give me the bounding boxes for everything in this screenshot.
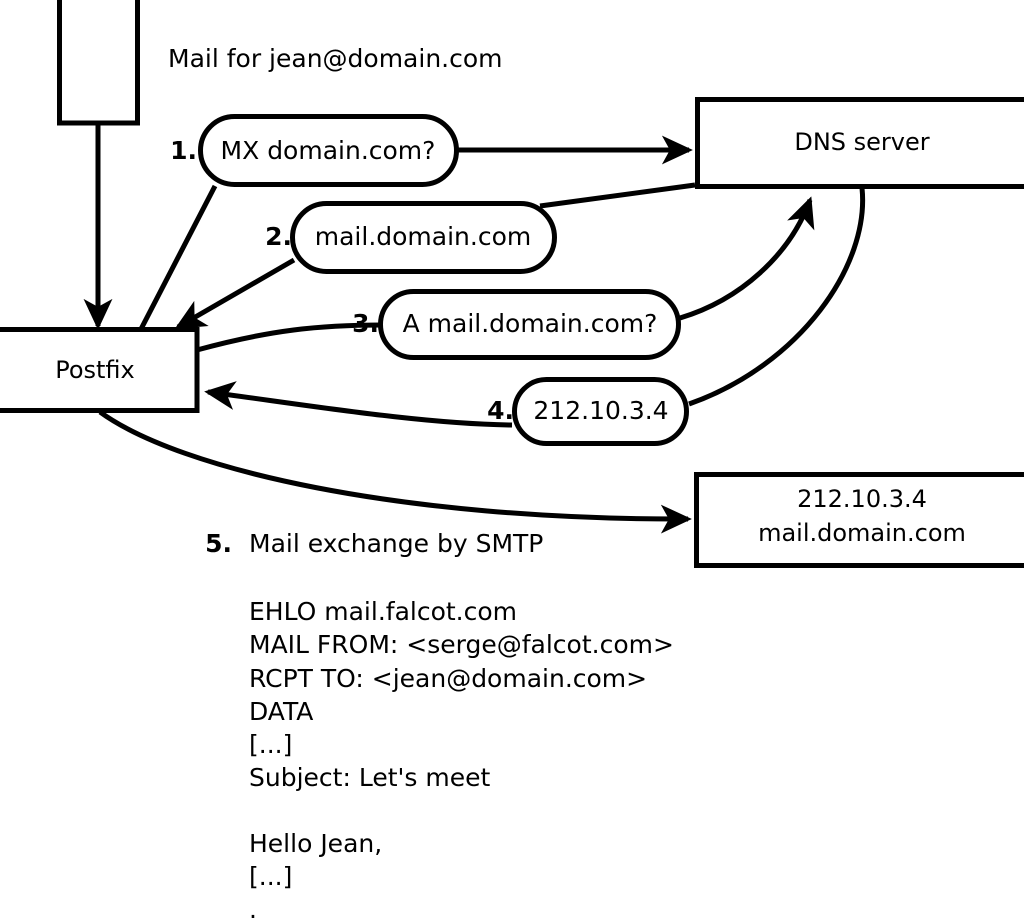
node-client-box	[57, 0, 140, 126]
smtp-line-3: DATA	[249, 697, 313, 726]
edge-dns-to-step2	[539, 182, 696, 209]
bubble-step-2-label: mail.domain.com	[315, 222, 531, 251]
edge-step3-to-dns	[679, 196, 815, 321]
smtp-line-5: Subject: Let's meet	[249, 763, 490, 792]
edge-step2-to-postfix	[174, 257, 296, 330]
bubble-step-4-label: 212.10.3.4	[533, 396, 668, 425]
edge-postfix-to-step3	[196, 322, 383, 353]
edge-step4-to-postfix	[204, 381, 513, 428]
smtp-line-4: [...]	[249, 730, 292, 759]
bubble-step-3-label: A mail.domain.com?	[403, 309, 658, 338]
smtp-line-0: EHLO mail.falcot.com	[249, 597, 517, 626]
smtp-line-9: .	[249, 895, 257, 919]
mail-for-note: Mail for jean@domain.com	[168, 44, 503, 73]
bubble-step-4	[512, 377, 689, 446]
node-dns-label: DNS server	[794, 128, 929, 156]
smtp-line-2: RCPT TO: <jean@domain.com>	[249, 664, 647, 693]
edge-postfix-to-remote-mx	[98, 409, 692, 534]
bubble-step-1	[198, 114, 459, 187]
node-dns-box	[695, 97, 1024, 189]
node-remote-mx-host: mail.domain.com	[758, 519, 966, 547]
edge-postfix-to-step1	[137, 184, 218, 333]
smtp-line-8: [...]	[249, 862, 292, 891]
node-postfix-box	[0, 327, 200, 413]
step-5-label: Mail exchange by SMTP	[249, 529, 543, 558]
bubble-step-3	[378, 289, 681, 360]
node-postfix-label: Postfix	[55, 356, 135, 384]
step-number-2: 2.	[265, 222, 292, 251]
node-remote-mx-ip: 212.10.3.4	[797, 485, 927, 513]
smtp-line-1: MAIL FROM: <serge@falcot.com>	[249, 630, 674, 659]
smtp-line-7: Hello Jean,	[249, 829, 382, 858]
node-remote-mx-box	[694, 472, 1024, 568]
step-number-5: 5.	[205, 529, 232, 558]
bubble-step-2	[290, 201, 557, 274]
step-number-1: 1.	[170, 136, 197, 165]
bubble-step-1-label: MX domain.com?	[221, 136, 436, 165]
step-number-4: 4.	[487, 396, 514, 425]
edge-dns-to-step4	[688, 187, 866, 407]
step-number-3: 3.	[352, 309, 379, 338]
